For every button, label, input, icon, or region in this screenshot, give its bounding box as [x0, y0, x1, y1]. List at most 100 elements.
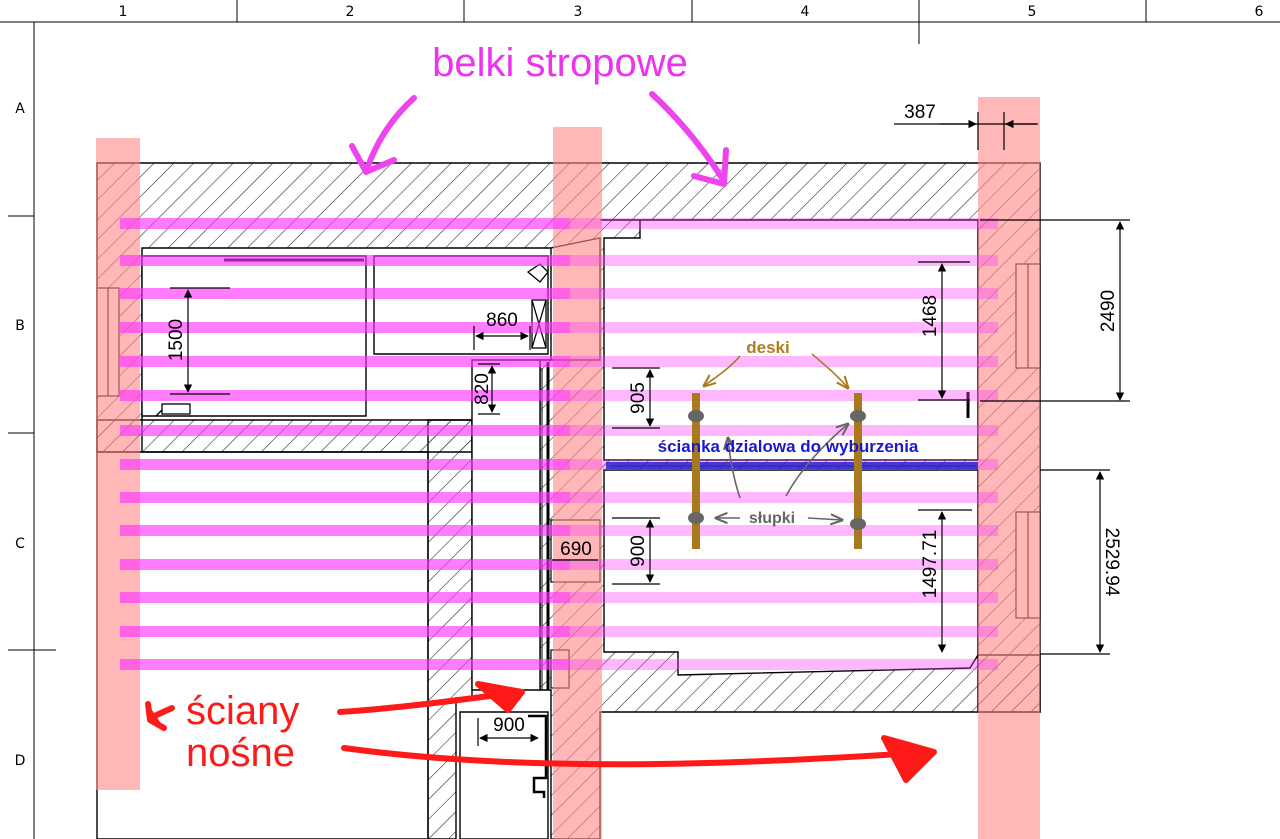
beam-stripe	[120, 322, 998, 333]
boards-arrow-left	[704, 355, 741, 386]
beam-stripe-left	[120, 356, 570, 367]
posts-arrow-up-right	[785, 424, 848, 497]
grid-col-5: 5	[1028, 4, 1037, 20]
room-living	[96, 451, 429, 839]
boards-and-posts	[688, 393, 866, 549]
dim-900-door: 900	[493, 715, 525, 736]
boards-label: deski	[746, 338, 789, 357]
post-4	[850, 518, 866, 530]
boards-arrow-right	[811, 353, 848, 388]
dimension-lines	[170, 112, 1130, 746]
partition-label: ścianka dzialowa do wyburzenia	[658, 437, 919, 456]
bearing-wall-1	[96, 138, 140, 790]
fixtures	[155, 258, 976, 798]
bearing-wall-3	[978, 97, 1040, 839]
posts-arrow-up-left	[728, 438, 741, 499]
beam-stripe	[120, 255, 998, 266]
beam-stripe-left	[120, 492, 570, 503]
board-right	[854, 393, 862, 549]
grid-row-a: A	[15, 101, 25, 117]
beam-stripe	[120, 390, 998, 401]
bearing-wall-bands	[96, 97, 1040, 839]
beam-stripe-left	[120, 659, 570, 670]
beam-stripe-left	[120, 390, 570, 401]
toilet	[526, 263, 549, 283]
room-hall	[471, 359, 541, 691]
wall-arrow-left-head	[145, 701, 167, 731]
post-1	[688, 410, 704, 422]
beam-stripe	[120, 356, 998, 367]
posts-arrow-right	[807, 518, 842, 520]
post-3	[688, 512, 704, 524]
beam-arrows	[349, 91, 729, 187]
dim-2490: 2490	[1098, 290, 1119, 332]
room-bath	[373, 255, 549, 355]
beam-stripe	[120, 659, 998, 670]
room-bottom-right	[602, 713, 1040, 839]
grid-labels: 1 2 3 4 5 6 A B C D	[15, 4, 1264, 769]
dim-387: 387	[904, 102, 936, 123]
beam-stripe	[120, 559, 998, 570]
beam-stripe	[120, 425, 998, 436]
wall-arrow-right-head	[881, 735, 937, 783]
walls-label-line2: nośne	[186, 731, 295, 775]
beam-stripe-left	[120, 425, 570, 436]
beam-stripe	[120, 626, 998, 637]
bearing-wall-2	[553, 127, 602, 839]
bearing-wall-arrows	[145, 681, 937, 783]
post-2	[850, 410, 866, 422]
dim-900-room: 900	[628, 535, 649, 567]
room-left-upper	[141, 255, 367, 417]
walls-label-line1: ściany	[186, 689, 299, 733]
dim-905: 905	[628, 382, 649, 414]
beam-stripe-left	[120, 459, 570, 470]
dim-1468: 1468	[920, 295, 941, 337]
annotation-labels: belki stropowe ściany nośne deski ściank…	[186, 41, 919, 775]
dim-860: 860	[486, 310, 518, 331]
dim-1497: 1497.71	[920, 530, 941, 599]
grid-col-6: 6	[1255, 4, 1264, 20]
door-opening-bottom	[459, 711, 549, 839]
beams-label: belki stropowe	[432, 41, 688, 85]
beam-stripe	[120, 218, 998, 229]
beam-stripe-left	[120, 525, 570, 536]
wall-arrow-right	[341, 745, 935, 768]
beam-arrow-right	[649, 91, 725, 181]
dim-1500: 1500	[166, 319, 187, 361]
beam-stripe-left	[120, 255, 570, 266]
beam-stripe-left	[120, 218, 570, 229]
grid-col-1: 1	[119, 4, 128, 20]
dim-2529: 2529.94	[1101, 528, 1122, 597]
beam-arrow-left-head	[349, 143, 397, 175]
posts-label: słupki	[749, 510, 795, 527]
beam-stripe-left	[120, 288, 570, 299]
board-left	[692, 393, 700, 549]
grid-col-3: 3	[574, 4, 583, 20]
washbasin	[531, 299, 547, 349]
beam-stripe-left	[120, 322, 570, 333]
dimension-texts: 387 2490 2529.94 1500 860 820 905 1468 6…	[166, 102, 1122, 736]
beam-stripe-left	[120, 559, 570, 570]
beam-stripe-left	[120, 592, 570, 603]
grid-row-d: D	[15, 753, 26, 769]
wall-arrow-middle-head	[475, 681, 525, 713]
dim-820: 820	[472, 373, 493, 405]
beam-arrow-right-head	[691, 147, 729, 187]
beam-stripe-left	[120, 626, 570, 637]
beam-stripe	[120, 459, 998, 470]
door-swing-bottom	[528, 714, 548, 798]
beam-arrow-left	[365, 95, 417, 169]
partition-wall-line	[606, 462, 978, 469]
beam-stripe	[120, 492, 998, 503]
grid-col-2: 2	[346, 4, 355, 20]
ceiling-beams	[120, 218, 998, 670]
grid-row-b: B	[15, 318, 25, 334]
beam-stripe	[120, 525, 998, 536]
board-post-arrows	[704, 353, 848, 520]
radiator	[161, 403, 191, 415]
grid-row-c: C	[15, 536, 25, 552]
beam-stripe	[120, 288, 998, 299]
beam-stripe	[120, 592, 998, 603]
